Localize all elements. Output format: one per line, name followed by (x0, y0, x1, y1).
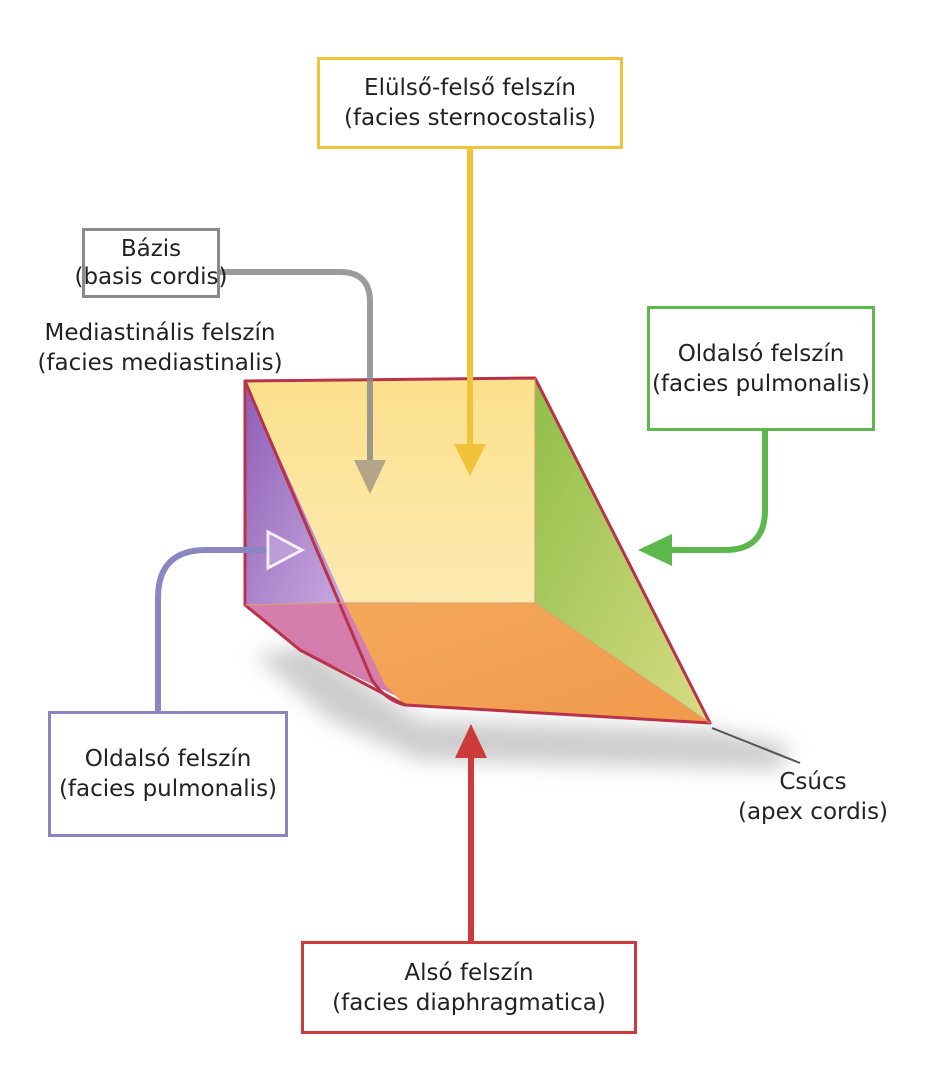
label-lateral-right-latin: (facies pulmonalis) (651, 370, 871, 397)
arrow-lateral-right-shaft (668, 431, 768, 553)
label-base-title: Bázis (120, 236, 182, 262)
face-anterior-yellow (245, 378, 535, 603)
arrow-lateral-right-head (638, 534, 672, 566)
arrow-base-shaft (220, 269, 373, 462)
prism-left-edge (243, 381, 406, 707)
label-apex-title: Csúcs (779, 769, 847, 795)
arrow-lateral-left-head (266, 529, 306, 571)
arrow-inferior-head (455, 724, 487, 758)
label-anterior-latin: (facies sternocostalis) (343, 105, 597, 131)
label-base-latin: (basis cordis) (74, 264, 228, 290)
label-lateral-right-title: Oldalsó felszín (677, 340, 845, 367)
arrow-lateral-left-head-fill (270, 536, 298, 564)
label-lateral-surface-left: Oldalsó felszín (facies pulmonalis) (48, 711, 288, 837)
label-mediastinal-title: Mediastinális felszín (44, 320, 276, 346)
label-inferior-title: Alsó felszín (404, 959, 534, 986)
label-base: Bázis (basis cordis) (74, 228, 228, 298)
label-inferior-surface: Alsó felszín (facies diaphragmatica) (301, 941, 637, 1034)
label-anterior-title: Elülső-felső felszín (364, 75, 576, 101)
label-lateral-surface-right: Oldalsó felszín (facies pulmonalis) (647, 306, 875, 431)
label-lateral-left-latin: (facies pulmonalis) (58, 776, 278, 802)
cast-shadow (255, 645, 790, 770)
label-mediastinal-surface: Mediastinális felszín (facies mediastina… (24, 318, 296, 378)
arrow-base-head (354, 460, 386, 494)
arrow-lateral-left-shaft (155, 547, 270, 711)
label-inferior-latin: (facies diaphragmatica) (332, 989, 606, 1016)
label-anterior-surface: Elülső-felső felszín (facies sternocosta… (317, 57, 623, 149)
label-mediastinal-latin: (facies mediastinalis) (37, 350, 283, 376)
face-inferior-orange (345, 603, 710, 723)
label-lateral-left-title: Oldalsó felszín (84, 746, 252, 772)
face-lower-left-pink (245, 602, 405, 700)
prism-hidden-edges (244, 378, 711, 724)
label-apex-latin: (apex cordis) (737, 799, 889, 825)
arrow-anterior-head (454, 444, 486, 476)
label-apex: Csúcs (apex cordis) (728, 767, 898, 827)
apex-pointer-line (711, 727, 801, 764)
